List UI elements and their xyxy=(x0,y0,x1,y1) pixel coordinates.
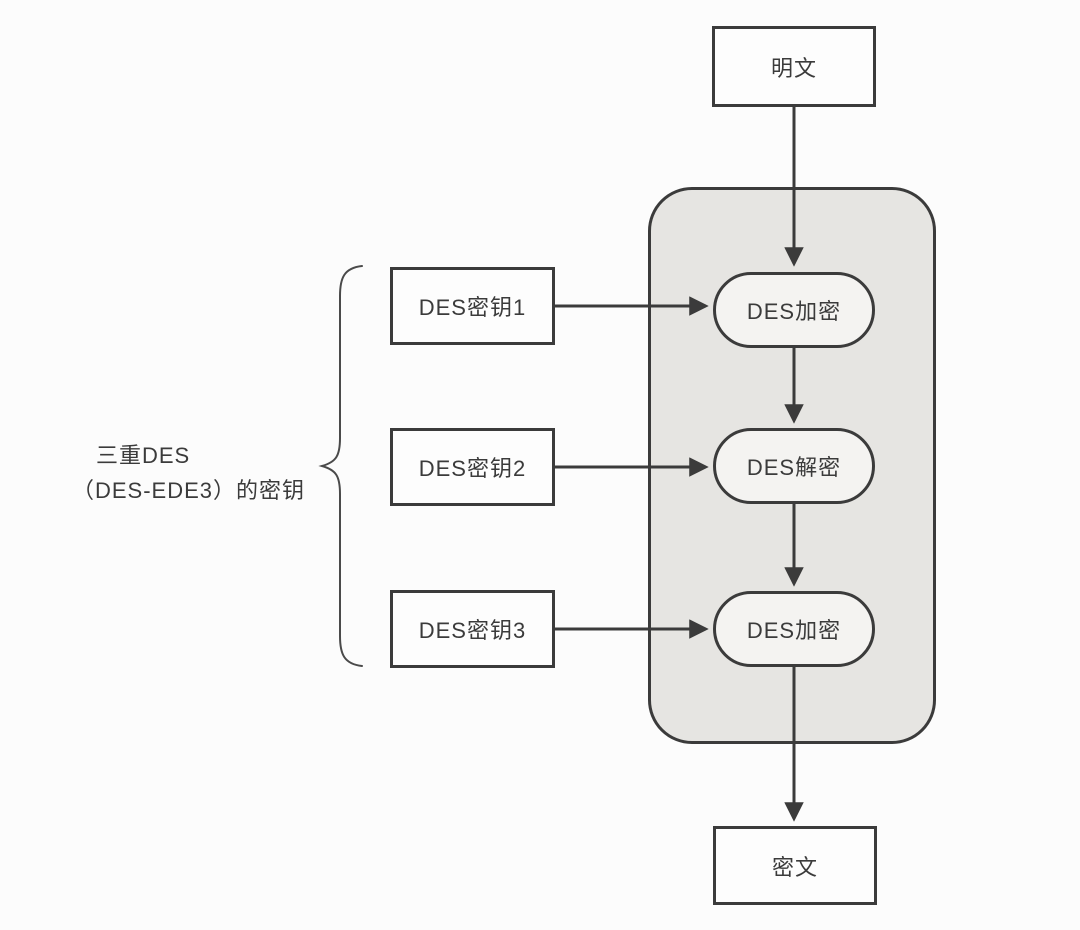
keys-group-caption: 三重DES （DES-EDE3）的密钥 xyxy=(72,438,305,508)
stage2-des-decrypt-node: DES解密 xyxy=(713,428,875,504)
stage2-label: DES解密 xyxy=(746,455,842,480)
ciphertext-node: 密文 xyxy=(713,826,877,905)
stage1-label: DES加密 xyxy=(746,299,842,324)
key2-label: DES密钥2 xyxy=(418,456,527,481)
key1-label: DES密钥1 xyxy=(418,295,527,320)
stage1-des-encrypt-node: DES加密 xyxy=(713,272,875,348)
caption-line2: （DES-EDE3）的密钥 xyxy=(72,478,306,503)
stage3-des-encrypt-node: DES加密 xyxy=(713,591,875,667)
ciphertext-label: 密文 xyxy=(771,854,818,880)
key3-label: DES密钥3 xyxy=(418,618,527,643)
key3-node: DES密钥3 xyxy=(390,590,555,668)
keys-group-brace xyxy=(318,265,363,667)
key1-node: DES密钥1 xyxy=(390,267,555,345)
plaintext-node: 明文 xyxy=(712,26,876,107)
stage3-label: DES加密 xyxy=(746,618,842,643)
caption-line1: 三重DES xyxy=(96,443,191,468)
key2-node: DES密钥2 xyxy=(390,428,555,506)
plaintext-label: 明文 xyxy=(770,55,817,81)
